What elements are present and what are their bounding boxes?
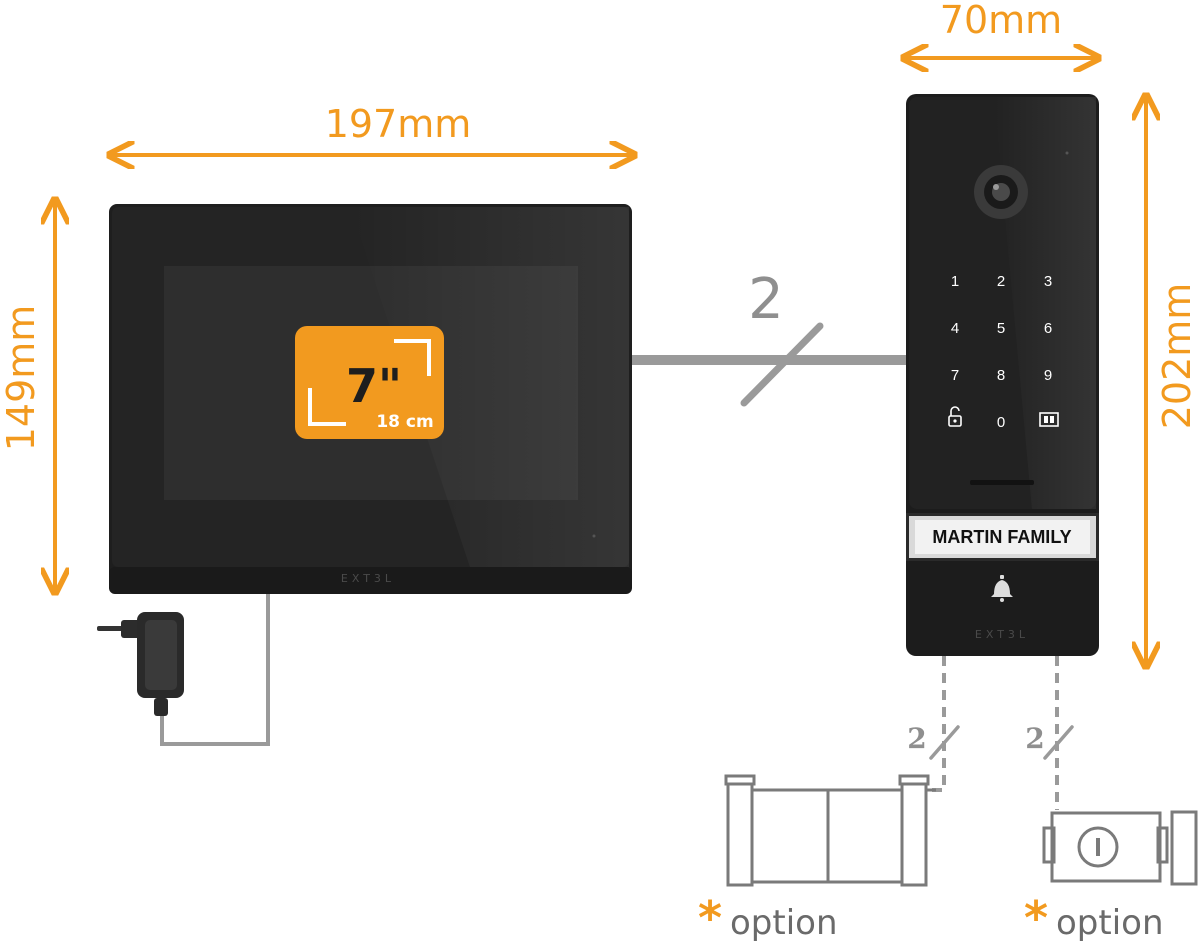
screen-size-inches: 7" <box>346 359 402 413</box>
key-2[interactable]: 2 <box>997 273 1005 290</box>
monitor-width-label: 197mm <box>325 102 472 146</box>
unlock-icon[interactable] <box>948 406 962 427</box>
panel-width-label: 70mm <box>940 0 1062 42</box>
electric-lock <box>1042 810 1198 886</box>
gate-option-star: * <box>698 891 722 944</box>
key-3[interactable]: 3 <box>1044 273 1052 290</box>
nameplate-text: MARTIN FAMILY <box>932 527 1071 547</box>
lock-wire: 2 <box>1025 656 1074 810</box>
key-7[interactable]: 7 <box>951 367 959 384</box>
key-9[interactable]: 9 <box>1044 367 1052 384</box>
key-1[interactable]: 1 <box>951 273 959 290</box>
outdoor-panel: 1 2 3 4 5 6 7 8 9 0 MARTIN FAMILY <box>906 94 1099 656</box>
main-cable: 2 <box>632 267 906 407</box>
monitor-brand: EXT3L <box>341 572 395 585</box>
key-0[interactable]: 0 <box>997 414 1005 431</box>
key-4[interactable]: 4 <box>951 320 959 337</box>
main-wire-count: 2 <box>748 267 784 332</box>
nameplate: MARTIN FAMILY <box>906 513 1099 561</box>
key-5[interactable]: 5 <box>997 320 1005 337</box>
gate-wire-count: 2 <box>907 722 926 755</box>
bell-icon[interactable] <box>991 575 1013 602</box>
monitor-height-label: 149mm <box>0 305 43 452</box>
panel-brand: EXT3L <box>975 628 1029 641</box>
gate-option-label: option <box>730 903 838 943</box>
key-8[interactable]: 8 <box>997 367 1005 384</box>
speaker-slot <box>970 480 1034 485</box>
lock-option-label: option <box>1056 903 1164 943</box>
card-reader-icon[interactable] <box>1039 412 1059 427</box>
camera-lens <box>974 165 1028 219</box>
lock-wire-count: 2 <box>1025 722 1044 755</box>
gate-opener <box>724 774 936 887</box>
lock-option-star: * <box>1024 891 1048 944</box>
screen-size-badge: 7" 18 cm <box>295 326 444 439</box>
gate-wire: 2 <box>907 656 960 792</box>
screen-size-cm: 18 cm <box>376 412 433 432</box>
panel-height-label: 202mm <box>1155 283 1199 430</box>
key-6[interactable]: 6 <box>1044 320 1052 337</box>
power-adapter <box>97 594 270 746</box>
